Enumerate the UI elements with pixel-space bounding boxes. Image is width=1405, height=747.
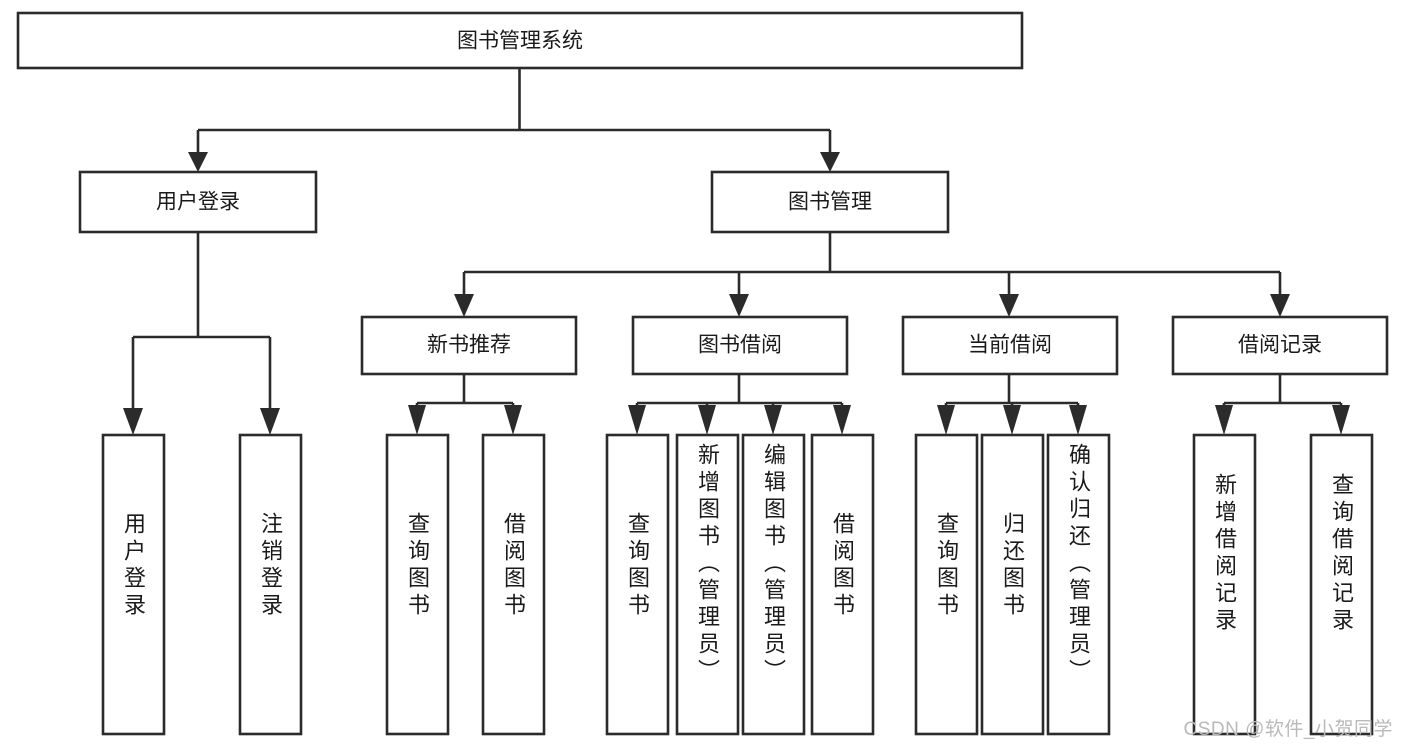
node-borrow-record-label: 借阅记录	[1238, 334, 1322, 357]
arrow-icon-to-leaf-edit-book	[764, 405, 782, 435]
node-leaf-borrow-book-2[interactable]	[810, 433, 875, 736]
arrow-icon-to-new-book-recommend	[454, 294, 474, 317]
arrow-icon-to-leaf-logout	[260, 408, 280, 435]
arrow-icon-to-leaf-borrow-book-2	[833, 405, 851, 435]
arrow-icon-to-leaf-user-login	[123, 408, 143, 435]
arrow-icon-to-leaf-query-record	[1332, 405, 1350, 435]
node-new-book-recommend[interactable]	[360, 315, 578, 376]
node-book-management-label: 图书管理	[788, 191, 872, 214]
node-leaf-edit-book[interactable]	[741, 433, 806, 736]
arrow-icon-to-leaf-confirm-return	[1069, 405, 1087, 435]
node-leaf-return-book[interactable]	[980, 433, 1045, 736]
node-user-login-label: 用户登录	[156, 191, 240, 214]
node-root-book-management-system[interactable]	[16, 11, 1024, 70]
arrow-icon-to-leaf-query-book-2	[628, 405, 646, 435]
node-new-book-recommend-label: 新书推荐	[427, 334, 511, 357]
node-leaf-logout[interactable]	[238, 433, 303, 736]
node-book-borrow[interactable]	[631, 315, 849, 376]
node-leaf-query-book-3[interactable]	[914, 433, 979, 736]
node-leaf-add-book[interactable]	[675, 433, 740, 736]
node-user-login[interactable]	[78, 170, 318, 234]
arrow-icon-to-book-borrow	[729, 294, 749, 317]
node-leaf-query-book-2[interactable]	[605, 433, 670, 736]
arrow-icon-to-leaf-query-book-3	[937, 405, 955, 435]
arrow-icon-to-leaf-add-record	[1215, 405, 1233, 435]
arrow-icon-to-leaf-return-book	[1003, 405, 1021, 435]
node-leaf-user-login[interactable]	[101, 433, 166, 736]
node-layer: 图书管理系统 用户登录 图书管理 新书推荐 图书借阅 当前借阅 借阅记录	[16, 11, 1389, 736]
node-borrow-record[interactable]	[1171, 315, 1389, 376]
arrow-icon-to-leaf-borrow-book-1	[504, 405, 522, 435]
node-leaf-borrow-book-1[interactable]	[481, 433, 546, 736]
node-book-borrow-label: 图书借阅	[698, 334, 782, 357]
node-leaf-confirm-return[interactable]	[1046, 433, 1111, 736]
node-leaf-query-book-1[interactable]	[385, 433, 450, 736]
node-book-management[interactable]	[710, 170, 950, 234]
node-leaf-query-record[interactable]	[1309, 433, 1374, 736]
arrow-icon-to-leaf-query-book-1	[408, 405, 426, 435]
node-current-borrow[interactable]	[901, 315, 1119, 376]
arrow-icon-to-user-login	[188, 152, 208, 172]
arrowhead-layer	[123, 152, 1350, 435]
arrow-icon-to-leaf-add-book	[698, 405, 716, 435]
arrow-icon-to-book-management	[820, 152, 840, 172]
node-root-label: 图书管理系统	[457, 30, 583, 53]
watermark-text: CSDN @软件_小贺同学	[1183, 719, 1393, 740]
node-leaf-add-record[interactable]	[1192, 433, 1257, 736]
arrow-icon-to-current-borrow	[999, 294, 1019, 317]
node-current-borrow-label: 当前借阅	[968, 334, 1052, 357]
arrow-icon-to-borrow-record	[1270, 294, 1290, 317]
